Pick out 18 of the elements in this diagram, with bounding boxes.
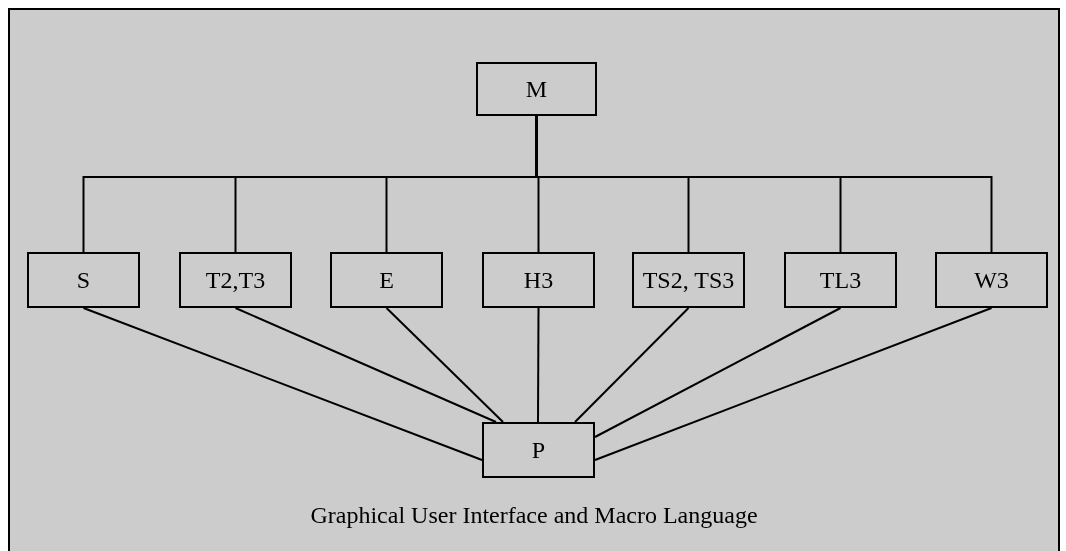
process-box: E xyxy=(330,252,443,308)
connector-line xyxy=(234,307,497,423)
caption-text: Graphical User Interface and Macro Language xyxy=(309,503,759,527)
diagram-frame xyxy=(8,8,1060,551)
connector-line xyxy=(82,307,483,461)
connector-line xyxy=(594,307,842,438)
process-box: TS2, TS3 xyxy=(632,252,745,308)
process-box: P xyxy=(482,422,595,478)
connector-line xyxy=(594,307,993,461)
process-box: T2,T3 xyxy=(179,252,292,308)
process-box: W3 xyxy=(935,252,1048,308)
connector-line xyxy=(385,307,504,423)
process-box: TL3 xyxy=(784,252,897,308)
connector-line xyxy=(537,307,540,423)
process-box: M xyxy=(476,62,597,116)
process-box: S xyxy=(27,252,140,308)
connector-line xyxy=(574,307,690,423)
process-box: H3 xyxy=(482,252,595,308)
